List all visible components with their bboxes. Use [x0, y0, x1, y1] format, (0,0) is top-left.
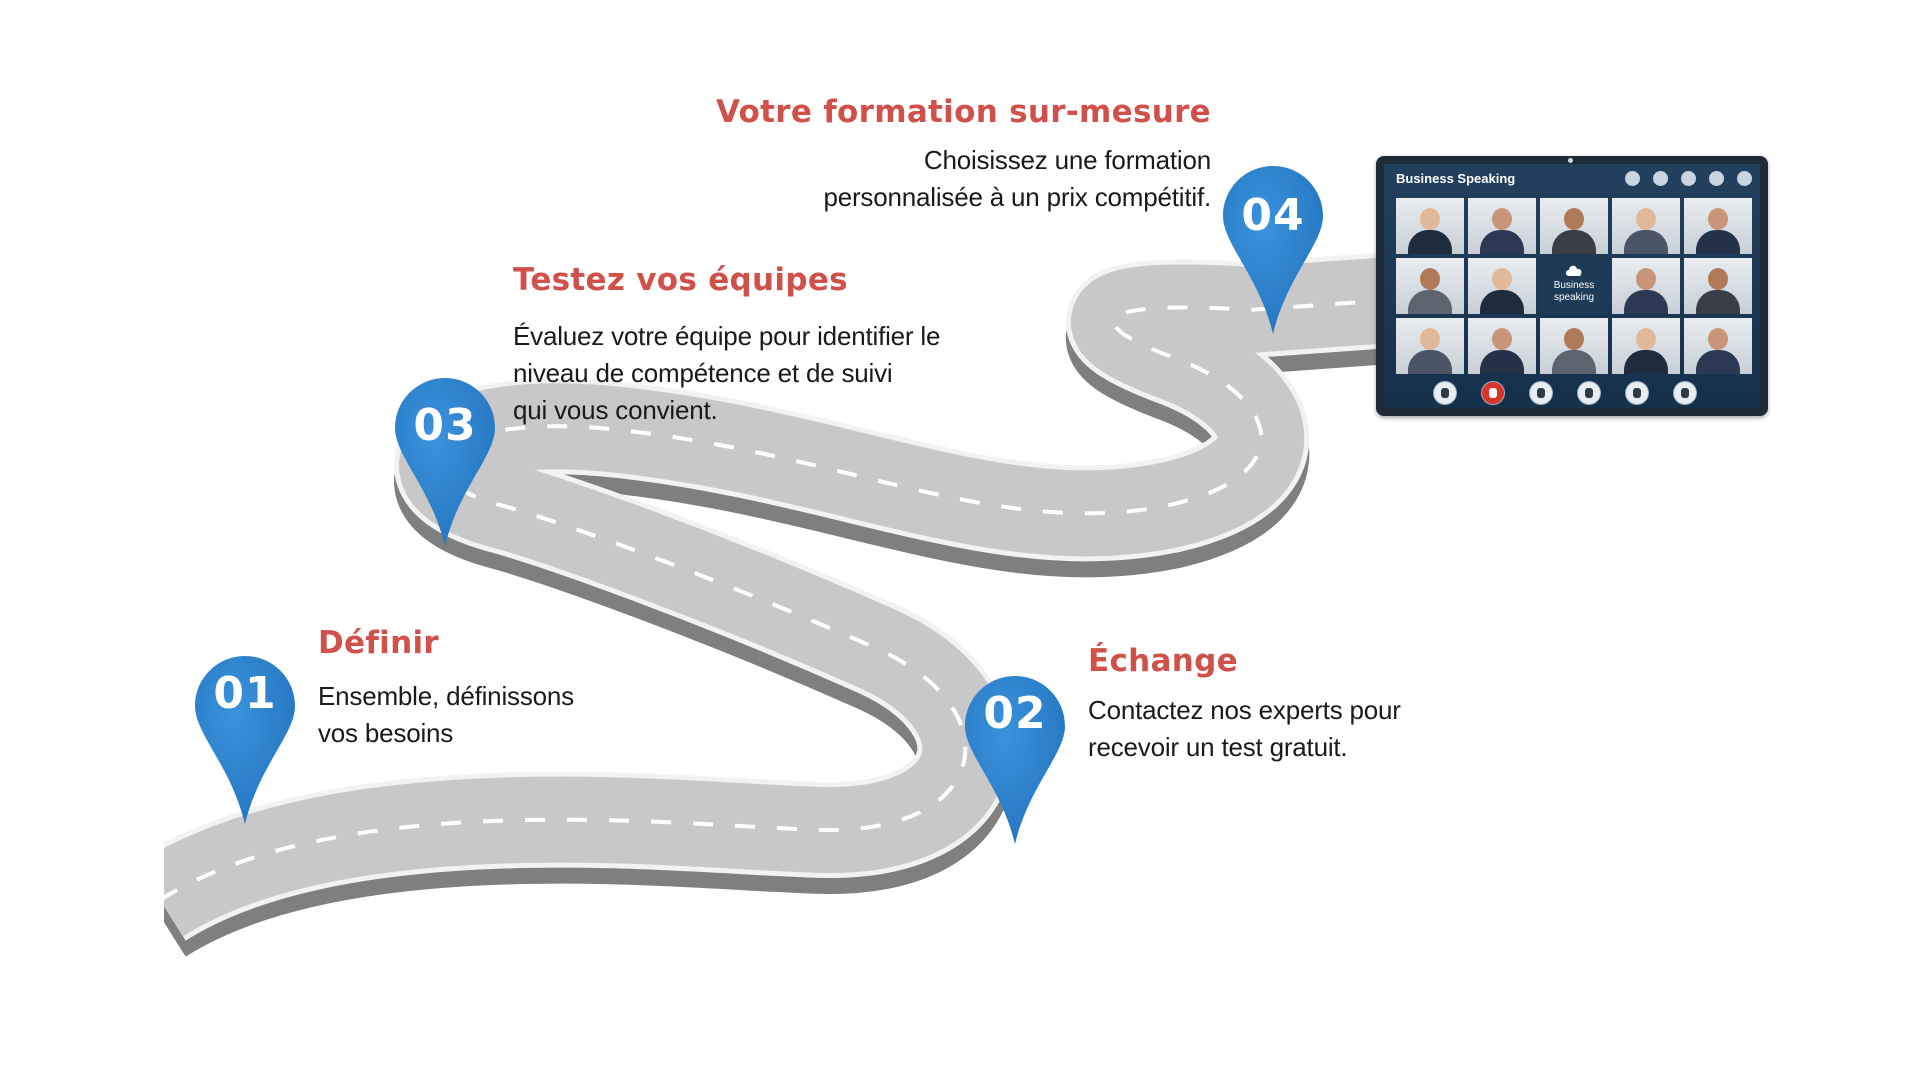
pin-number-03: 03 [413, 400, 477, 451]
participant-tile [1612, 258, 1680, 314]
participant-tile [1396, 318, 1464, 374]
participants-icon [1681, 171, 1696, 186]
screen-share-icon [1578, 382, 1600, 404]
pin-number-01: 01 [213, 668, 277, 719]
participant-tile [1468, 258, 1536, 314]
center-label-line-1: Business [1553, 280, 1595, 291]
image-icon [1626, 382, 1648, 404]
pin-marker-01 [195, 656, 295, 824]
participant-tile [1396, 198, 1464, 254]
pin-number-02: 02 [983, 688, 1047, 739]
pin-number-04: 04 [1241, 190, 1305, 241]
account-icon [1625, 171, 1640, 186]
participant-tile [1684, 198, 1752, 254]
step-title-definir: Définir [318, 625, 439, 661]
microphone-icon [1434, 382, 1456, 404]
pin-marker-02 [965, 676, 1065, 844]
settings-icon [1709, 171, 1724, 186]
top-icons [1612, 171, 1752, 190]
participant-tile [1396, 258, 1464, 314]
participant-tile [1540, 318, 1608, 374]
center-label-line-2: speaking [1553, 292, 1595, 303]
mic-icon [1674, 382, 1696, 404]
participant-tile [1468, 318, 1536, 374]
video-icon [1482, 382, 1504, 404]
conference-top-bar: Business Speaking [1384, 164, 1760, 194]
step-title-testez: Testez vos équipes [513, 262, 848, 298]
participant-tile [1612, 318, 1680, 374]
participant-tile [1684, 318, 1752, 374]
pin-marker-04 [1223, 166, 1323, 334]
participant-tile [1468, 198, 1536, 254]
call-controls [1434, 382, 1710, 406]
step-title-formation: Votre formation sur-mesure [715, 94, 1211, 130]
participant-tile [1612, 198, 1680, 254]
chat-icon [1653, 171, 1668, 186]
participant-tile [1684, 258, 1752, 314]
share-icon [1737, 171, 1752, 186]
cloud-icon [1566, 265, 1582, 276]
webcam-dot [1568, 158, 1573, 163]
participant-tile [1540, 198, 1608, 254]
app-title: Business Speaking [1396, 171, 1516, 186]
speaker-icon [1530, 382, 1552, 404]
pin-marker-03 [395, 378, 495, 546]
step-title-echange: Échange [1088, 643, 1238, 679]
